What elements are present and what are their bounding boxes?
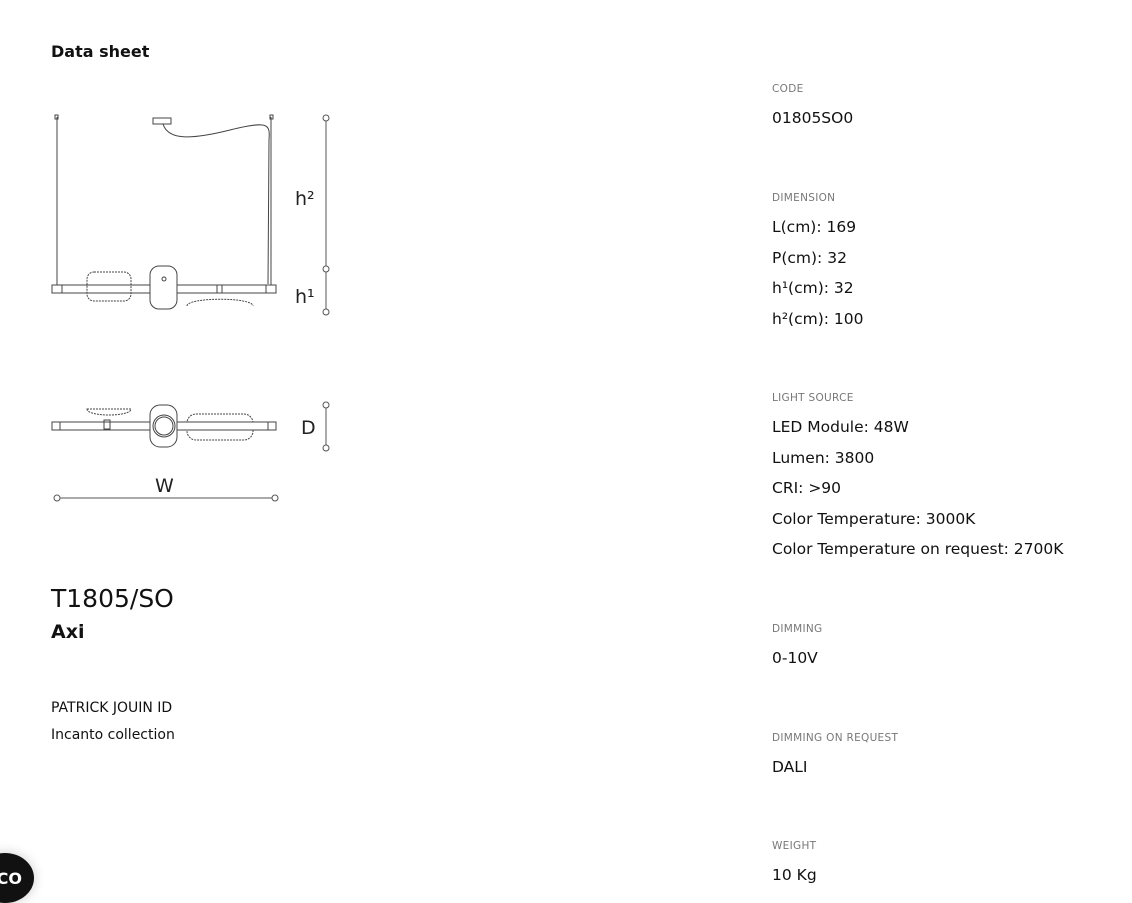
page-title: Data sheet (51, 42, 150, 61)
spec-list: CODE 01805SO0 DIMENSION L(cm): 169 P(cm)… (772, 83, 1112, 891)
spec-dimming-on-request: DIMMING ON REQUEST DALI (772, 732, 1112, 840)
spec-value: CRI: >90 (772, 479, 842, 498)
product-designer: PATRICK JOUIN ID (51, 700, 173, 716)
product-name: Axi (51, 621, 85, 643)
h2-label: h² (295, 188, 315, 210)
product-collection: Incanto collection (51, 727, 175, 743)
spec-value: 0-10V (772, 649, 818, 667)
spec-code: CODE 01805SO0 (772, 83, 1112, 192)
top-view (51, 404, 277, 448)
technical-drawing: h² h¹ D W (51, 114, 330, 502)
w-label: W (155, 475, 174, 497)
spec-label: WEIGHT (772, 840, 817, 852)
spec-weight: WEIGHT 10 Kg (772, 840, 1112, 891)
dimension-d (322, 401, 330, 452)
spec-value: L(cm): 169 (772, 218, 857, 236)
spec-light-source: LIGHT SOURCE LED Module: 48W Lumen: 3800… (772, 392, 1112, 623)
spec-value: Color Temperature on request: 2700K (772, 540, 1064, 559)
spec-label: LIGHT SOURCE (772, 392, 854, 404)
spec-label: CODE (772, 83, 804, 95)
spec-value: 10 Kg (772, 866, 817, 884)
spec-value: Color Temperature: 3000K (772, 509, 976, 528)
floating-chat-button[interactable]: CO (0, 853, 34, 903)
spec-value: h²(cm): 100 (772, 309, 864, 328)
product-model: T1805/SO (51, 584, 174, 613)
h1-label: h¹ (295, 286, 315, 308)
spec-label: DIMMING (772, 623, 823, 635)
dimension-h (322, 114, 330, 316)
spec-label: DIMENSION (772, 192, 836, 204)
spec-dimming: DIMMING 0-10V (772, 623, 1112, 732)
spec-value: LED Module: 48W (772, 418, 909, 436)
spec-value: Lumen: 3800 (772, 448, 875, 467)
spec-value: P(cm): 32 (772, 248, 847, 267)
spec-value: 01805SO0 (772, 109, 854, 127)
spec-value: h¹(cm): 32 (772, 279, 854, 298)
badge-label: CO (0, 868, 22, 888)
front-view (51, 114, 277, 310)
spec-dimension: DIMENSION L(cm): 169 P(cm): 32 h¹(cm): 3… (772, 192, 1112, 392)
d-label: D (301, 417, 316, 439)
spec-value: DALI (772, 758, 808, 776)
spec-label: DIMMING ON REQUEST (772, 732, 899, 744)
dimension-w (53, 494, 279, 502)
